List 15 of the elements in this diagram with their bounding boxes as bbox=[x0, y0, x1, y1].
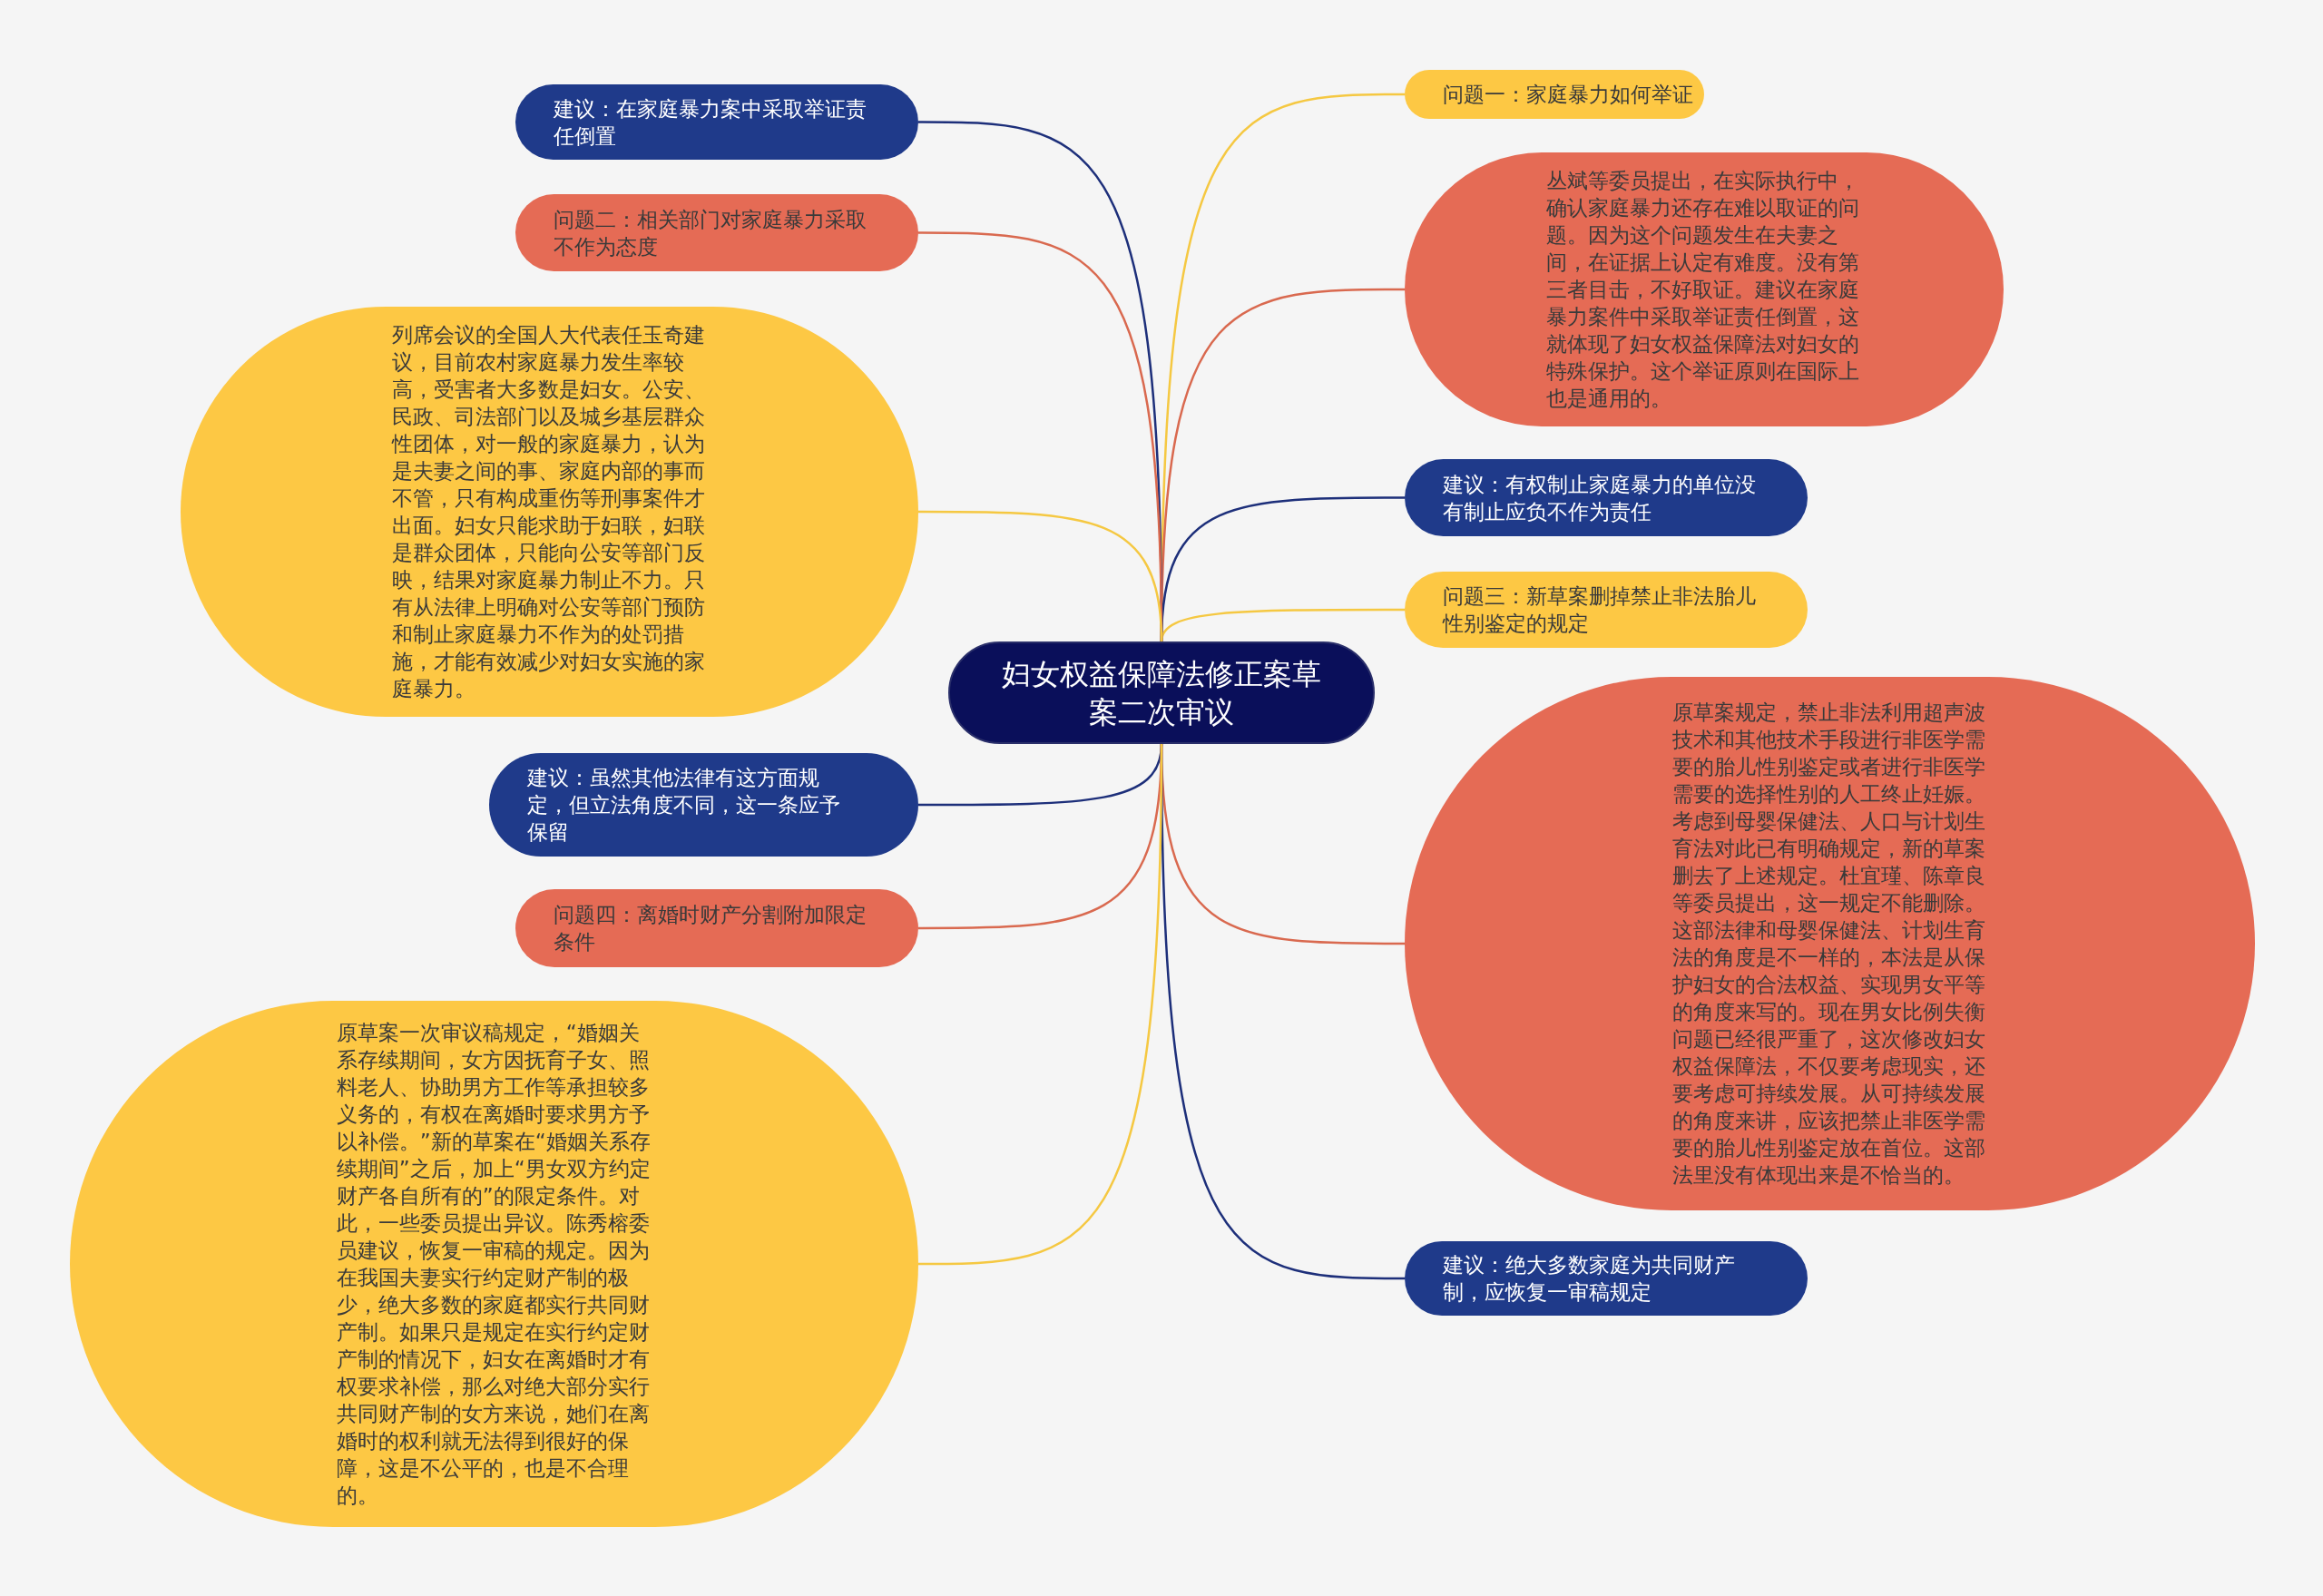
topic-pill: 问题三：新草案删掉禁止非法胎儿性别鉴定的规定 bbox=[1405, 572, 1808, 648]
topic-pill: 建议：虽然其他法律有这方面规定，但立法角度不同，这一条应予保留 bbox=[489, 753, 918, 857]
topic-pill: 问题二：相关部门对家庭暴力采取不作为态度 bbox=[515, 194, 918, 271]
connector-line bbox=[918, 744, 1163, 1266]
topic-pill: 问题一：家庭暴力如何举证 bbox=[1405, 70, 1704, 119]
central-topic: 妇女权益保障法修正案草案二次审议 bbox=[948, 641, 1375, 744]
connector-line bbox=[918, 510, 1163, 642]
topic-pill: 问题四：离婚时财产分割附加限定条件 bbox=[515, 889, 918, 967]
text-bubble: 原草案一次审议稿规定，“婚姻关系存续期间，女方因抚育子女、照料老人、协助男方工作等承担较多义务的，有权在离婚时要求男方予以补偿。”新的草案在“婚姻关系存续期间”之后，加上“男女双方约定财产各自所有的”的限定条件。对此，一些委员提出异议。陈秀榕委员建议，恢复一审稿的规定。因为在我国夫妻实行约定财产制的极少，绝大多数的家庭都实行共同财产制。如果只是规定在实行约定财产制的情况下，妇女在离婚时才有权要求补偿，那么对绝大部分实行共同财产制的女方来说，她们在离婚时的权利就无法得到很好的保障，这是不公平的，也是不合理的。 bbox=[70, 1001, 918, 1527]
topic-pill: 建议：在家庭暴力案中采取举证责任倒置 bbox=[515, 84, 918, 160]
text-bubble: 列席会议的全国人大代表任玉奇建议，目前农村家庭暴力发生率较高，受害者大多数是妇女。公安、民政、司法部门以及城乡基层群众性团体，对一般的家庭暴力，认为是夫妻之间的事、家庭内部的事而不管，只有构成重伤等刑事案件才出面。妇女只能求助于妇联，妇联是群众团体，只能向公安等部门反映，结果对家庭暴力制止不力。只有从法律上明确对公安等部门预防和制止家庭暴力不作为的处罚措施，才能有效减少对妇女实施的家庭暴力。 bbox=[181, 307, 918, 717]
text-bubble: 原草案规定，禁止非法利用超声波技术和其他技术手段进行非医学需要的胎儿性别鉴定或者进行非医学需要的选择性别的人工终止妊娠。考虑到母婴保健法、人口与计划生育法对此已有明确规定，新的草案删去了上述规定。杜宜瑾、陈章良等委员提出，这一规定不能删除。这部法律和母婴保健法、计划生育法的角度是不一样的，本法是从保护妇女的合法权益、实现男女平等的角度来写的。现在男女比例失衡问题已经很严重了，这次修改妇女权益保障法，不仅要考虑现实，还要考虑可持续发展。从可持续发展的角度来讲，应该把禁止非医学需要的胎儿性别鉴定放在首位。这部法里没有体现出来是不恰当的。 bbox=[1405, 677, 2255, 1210]
topic-pill: 建议：绝大多数家庭为共同财产制，应恢复一审稿规定 bbox=[1405, 1241, 1808, 1316]
text-bubble: 丛斌等委员提出，在实际执行中，确认家庭暴力还存在难以取证的问题。因为这个问题发生在夫妻之间，在证据上认定有难度。没有第三者目击，不好取证。建议在家庭暴力案件中采取举证责任倒置，这就体现了妇女权益保障法对妇女的特殊保护。这个举证原则在国际上也是通用的。 bbox=[1405, 152, 2004, 426]
topic-pill: 建议：有权制止家庭暴力的单位没有制止应负不作为责任 bbox=[1405, 459, 1808, 536]
